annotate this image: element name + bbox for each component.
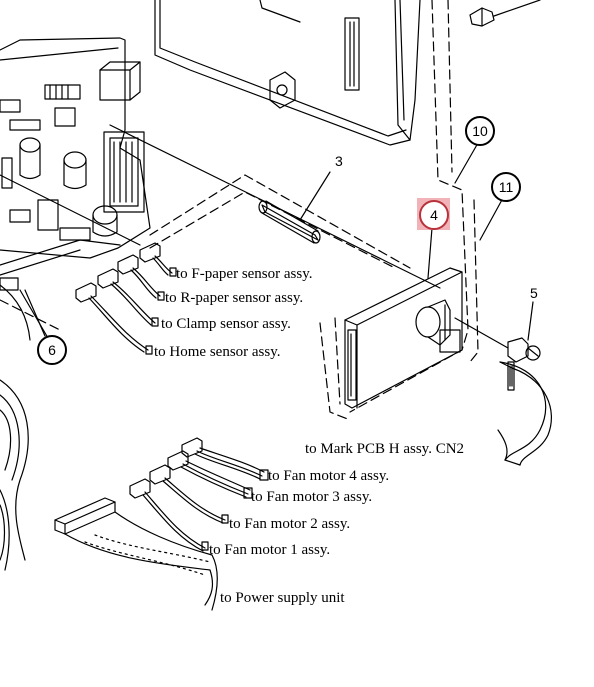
screw-part	[454, 301, 541, 363]
spacer-part	[258, 171, 331, 244]
label-r-paper-sensor: to R-paper sensor assy.	[165, 290, 304, 306]
label-power-supply: to Power supply unit	[220, 590, 345, 606]
callout-6[interactable]: 6	[37, 335, 67, 365]
callout-10[interactable]: 10	[465, 116, 495, 146]
label-mark-pcb: to Mark PCB H assy. CN2	[305, 441, 465, 457]
callout-5: 5	[530, 285, 538, 301]
chassis-bracket	[154, 0, 421, 146]
mark-pcb-part	[344, 227, 552, 466]
main-pcb	[0, 37, 151, 291]
power-ribbon	[54, 497, 218, 611]
screw-top	[469, 0, 541, 27]
sensor-connectors	[0, 242, 177, 355]
label-fan-motor-2: to Fan motor 2 assy.	[229, 516, 351, 532]
fan-connectors	[129, 437, 269, 552]
harness-loops	[0, 379, 29, 571]
label-f-paper-sensor: to F-paper sensor assy.	[176, 266, 313, 282]
label-fan-motor-3: to Fan motor 3 assy.	[251, 489, 373, 505]
label-fan-motor-1: to Fan motor 1 assy.	[209, 542, 331, 558]
callout-4[interactable]: 4	[419, 200, 449, 230]
dashed-boundary	[0, 0, 479, 421]
label-clamp-sensor: to Clamp sensor assy.	[161, 316, 291, 332]
label-fan-motor-4: to Fan motor 4 assy.	[268, 468, 390, 484]
callout-3: 3	[335, 153, 343, 169]
label-home-sensor: to Home sensor assy.	[154, 344, 281, 360]
callout-11[interactable]: 11	[491, 172, 521, 202]
